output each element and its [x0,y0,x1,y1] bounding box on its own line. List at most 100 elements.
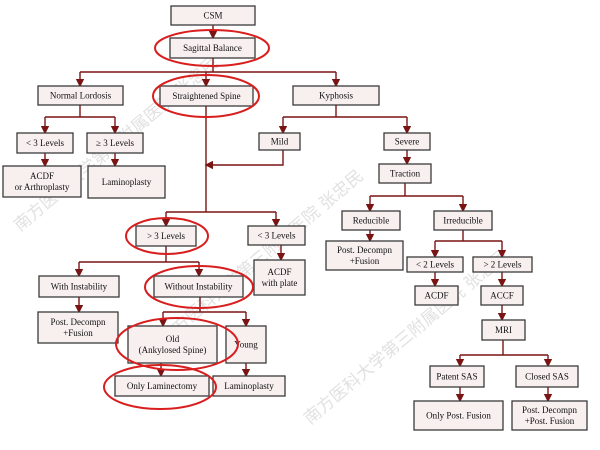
node-box [515,365,579,388]
node-lt3b: < 3 Levels [247,225,306,246]
node-label: Closed SAS [525,372,569,382]
node-withinst: With Instability [38,275,120,298]
node-csm: CSM [170,5,256,26]
node-label: ≥ 3 Levels [96,138,134,148]
node-lt3a: < 3 Levels [16,132,74,154]
node-label: < 3 Levels [257,231,296,241]
node-box [378,163,432,184]
node-label: Post. Decompn [522,405,577,415]
connector-arrow [204,150,284,170]
node-label: +Post. Fusion [525,416,575,426]
node-label: Without Instability [165,282,233,292]
node-box [433,210,493,231]
node-label: Post. Decompn [337,245,392,255]
node-label: Old [166,334,180,344]
node-label: Only Post. Fusion [426,411,491,421]
node-sagittal: Sagittal Balance [169,37,256,59]
node-straight: Straightened Spine [159,85,254,107]
node-label: < 2 Levels [416,260,455,270]
node-lt2: < 2 Levels [406,256,464,273]
highlight-ring-gt3 [125,217,209,255]
node-mri: MRI [481,319,526,341]
node-normal: Normal Lordosis [37,85,124,106]
node-postpost: Post. Decompn+Post. Fusion [511,400,588,431]
node-box [383,132,431,151]
connectors [40,25,553,403]
node-label: > 3 Levels [147,231,186,241]
node-box [406,256,464,273]
node-label: Straightened Spine [172,91,240,101]
node-label: Reducible [353,216,390,226]
node-box [170,5,256,26]
node-box [153,275,244,298]
node-label: with plate [262,278,298,288]
node-label: Patent SAS [436,372,477,382]
node-box [169,37,256,59]
node-box [325,240,404,271]
node-old: Old(Ankylosed Spine) [127,325,218,364]
node-box [292,85,380,106]
node-box [212,375,286,397]
node-box [414,285,459,306]
node-box [16,132,74,154]
node-label: (Ankylosed Spine) [139,345,207,355]
node-box [258,132,301,151]
node-label: ACCF [490,291,514,301]
node-label: Kyphosis [319,91,354,101]
node-gt3: > 3 Levels [135,225,197,247]
node-label: ACDF [30,171,54,181]
node-label: +Fusion [63,328,93,338]
highlight-ring-withoutinst [144,265,254,309]
node-box [247,225,306,246]
node-label: Laminoplasty [224,381,274,391]
node-box [413,400,504,431]
node-closed: Closed SAS [515,365,579,388]
node-postfus1: Post. Decompn+Fusion [325,240,404,271]
node-label: Mild [271,137,289,147]
node-label: CSM [203,11,222,21]
highlight-ring-straight [152,74,260,118]
node-label: ACDF [267,267,291,277]
node-lamino2: Laminoplasty [212,375,286,397]
node-label: Young [234,340,258,350]
node-label: Laminoplasty [102,177,152,187]
node-traction: Traction [378,163,432,184]
node-box [511,400,588,431]
node-box [127,325,218,364]
node-box [87,165,166,199]
node-onlylam: Only Laminectomy [114,375,210,397]
node-box [159,85,254,107]
node-label: ACDF [424,291,448,301]
node-label: +Fusion [350,256,380,266]
highlight-ring-sagittal [154,29,270,67]
node-acdf: ACDF [414,285,459,306]
node-box [429,365,485,388]
node-box [135,225,197,247]
node-label: Sagittal Balance [183,43,242,53]
node-gt2: > 2 Levels [472,256,533,273]
node-patent: Patent SAS [429,365,485,388]
node-box [37,85,124,106]
node-mild: Mild [258,132,301,151]
node-label: MRI [495,325,512,335]
node-kyphosis: Kyphosis [292,85,380,106]
node-lamino1: Laminoplasty [87,165,166,199]
node-box [37,311,119,344]
node-box [341,210,401,231]
node-label: Post. Decompn [51,317,106,327]
node-reducible: Reducible [341,210,401,231]
node-label: With Instability [51,282,108,292]
node-label: Normal Lordosis [50,91,112,101]
node-box [86,132,144,154]
highlight-ring-onlylam [103,364,217,410]
node-label: > 2 Levels [483,260,522,270]
node-label: Traction [390,169,421,179]
node-severe: Severe [383,132,431,151]
node-onlypost: Only Post. Fusion [413,400,504,431]
node-label: < 3 Levels [26,138,65,148]
node-postfus2: Post. Decompn+Fusion [37,311,119,344]
